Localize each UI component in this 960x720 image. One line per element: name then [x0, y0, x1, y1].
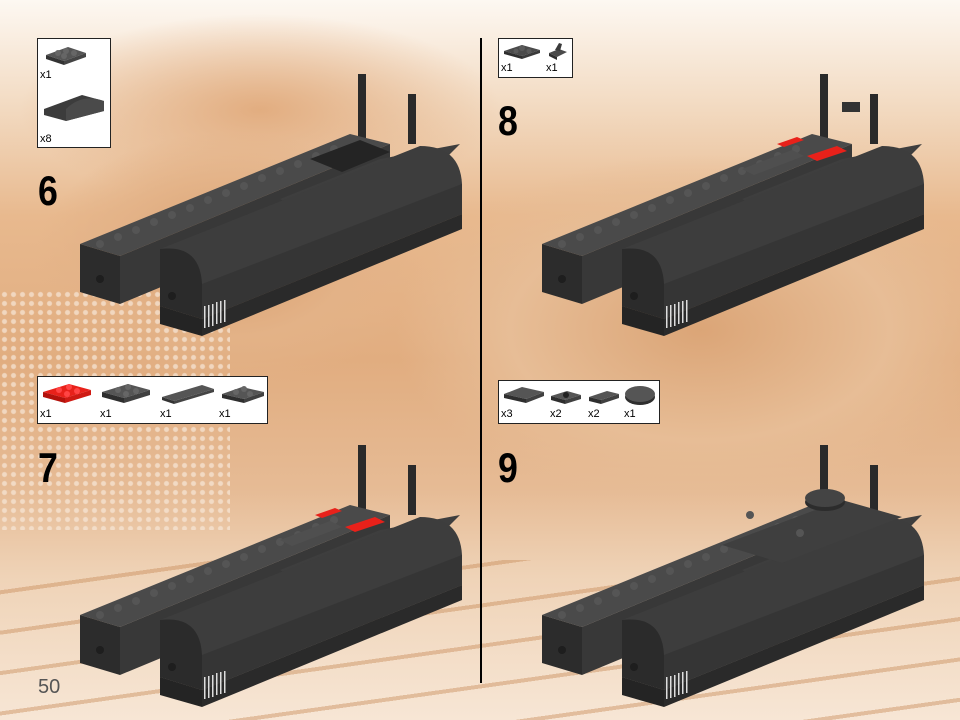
column-divider	[480, 38, 482, 683]
step-number: 7	[38, 444, 58, 491]
step-8-parts-box: x1 x1	[498, 38, 573, 78]
part-qty: x8	[40, 133, 52, 145]
step-7-model	[80, 445, 462, 707]
step-6-model	[80, 74, 462, 336]
step-number: 8	[498, 97, 518, 144]
step-number: 9	[498, 444, 518, 491]
curved-slope-icon	[44, 95, 104, 121]
jumper-plate-icon	[551, 391, 581, 404]
tile-icon	[162, 385, 214, 404]
plate-2x3-icon	[46, 47, 86, 65]
step-9-model	[542, 445, 924, 707]
small-plate-icon	[222, 386, 264, 403]
round-tile-icon	[625, 386, 655, 405]
part-qty: x1	[501, 62, 513, 74]
part-qty: x1	[219, 408, 231, 420]
part-qty: x1	[40, 408, 52, 420]
plate-with-clips-icon	[504, 45, 540, 59]
step-7-parts-box: x1 x1 x1 x1	[37, 376, 268, 424]
part-qty: x1	[546, 62, 558, 74]
part-qty: x3	[501, 408, 513, 420]
part-qty: x1	[100, 408, 112, 420]
step-6-parts-box: x1 x8	[37, 38, 111, 148]
page-number: 50	[38, 676, 61, 698]
part-qty: x2	[588, 408, 600, 420]
gray-plate-icon	[102, 384, 150, 403]
part-qty: x1	[624, 408, 636, 420]
part-qty: x2	[550, 408, 562, 420]
red-plate-icon	[43, 384, 91, 403]
step-9-parts-box: x3 x2 x2 x1	[498, 380, 660, 424]
hinge-icon	[549, 43, 567, 60]
part-qty: x1	[40, 69, 52, 81]
step-8-model	[542, 74, 924, 336]
tile-2x2-icon	[504, 387, 544, 403]
step-number: 6	[38, 167, 58, 214]
tile-1x2-icon	[589, 391, 619, 404]
part-qty: x1	[160, 408, 172, 420]
